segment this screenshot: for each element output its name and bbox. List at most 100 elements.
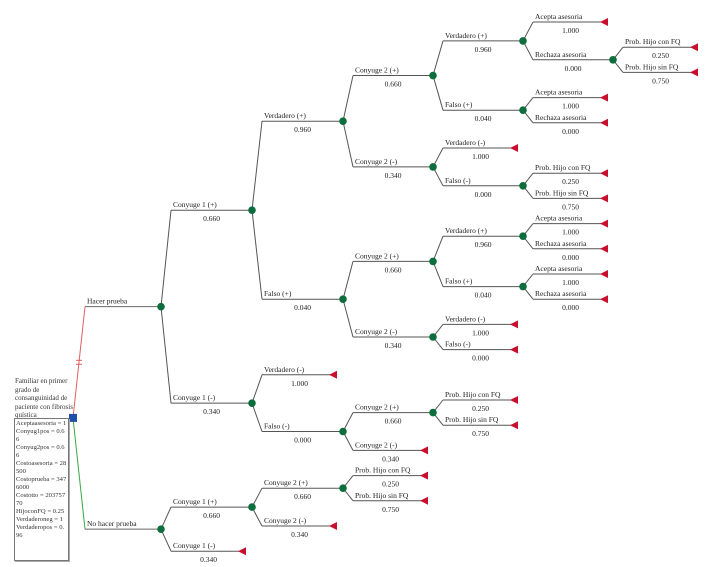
branch-label: Prob. Hijo con FQ: [355, 466, 411, 475]
branch-label: Conyuge 1 (+): [173, 200, 217, 209]
chance-node-icon[interactable]: [519, 232, 527, 240]
branch-probability: 1.000: [562, 26, 579, 35]
chance-node-icon[interactable]: [519, 182, 527, 190]
chance-node-icon[interactable]: [157, 525, 165, 533]
terminal-node-icon[interactable]: [510, 144, 518, 152]
terminal-node-icon[interactable]: [420, 496, 428, 505]
branch-probability: 0.660: [385, 417, 402, 426]
branch-probability: 0.250: [652, 51, 669, 60]
branch-probability: 0.340: [200, 555, 217, 564]
terminal-node-icon[interactable]: [600, 295, 608, 304]
branch-label: Conyuge 1 (+): [173, 497, 217, 506]
terminal-node-icon[interactable]: [420, 471, 428, 480]
terminal-node-icon[interactable]: [600, 18, 608, 26]
terminal-node-icon[interactable]: [600, 219, 608, 228]
branch-label: Conyuge 2 (-): [355, 440, 398, 449]
chance-node-icon[interactable]: [248, 503, 256, 511]
branch-probability: 0.040: [475, 114, 492, 123]
chance-node-icon[interactable]: [157, 302, 165, 311]
branch-label: No hacer prueba: [87, 519, 137, 528]
branch-probability: 0.660: [385, 80, 402, 89]
chance-node-icon[interactable]: [429, 163, 437, 171]
terminal-node-icon[interactable]: [329, 522, 337, 530]
branch-label: Conyuge 2 (+): [355, 66, 399, 75]
terminal-node-icon[interactable]: [600, 194, 608, 203]
terminal-node-icon[interactable]: [600, 270, 608, 278]
terminal-node-icon[interactable]: [510, 396, 518, 404]
branch-probability: 0.000: [472, 354, 489, 363]
terminal-node-icon[interactable]: [238, 547, 246, 556]
branch-label: Falso (-): [264, 422, 290, 431]
terminal-node-icon[interactable]: [510, 421, 518, 430]
chance-node-icon[interactable]: [429, 257, 437, 266]
branch-label: Acepta asesoria: [535, 214, 583, 223]
branch-probability: 0.750: [562, 202, 579, 211]
terminal-node-icon[interactable]: [420, 446, 428, 455]
chance-node-icon[interactable]: [609, 56, 617, 64]
branch-label: Hacer prueba: [87, 297, 128, 306]
terminal-node-icon[interactable]: [690, 43, 698, 52]
variable-costoprueba: Costoprueba = 3476000: [16, 476, 67, 491]
variable-conyug1pos: Conyug1pos = 0.66: [16, 428, 65, 443]
branch-label: Rechaza asesoria: [535, 289, 587, 298]
branch-probability: 0.660: [203, 214, 220, 223]
branch-label: Conyuge 2 (-): [355, 157, 398, 166]
branch-label: Verdadero (-): [445, 138, 486, 147]
branch-probability: 0.960: [294, 125, 311, 134]
branch-probability: 1.000: [562, 278, 579, 287]
branch-connector: [342, 121, 354, 168]
branch-label: Prob. Hijo con FQ: [445, 390, 501, 399]
chance-node-icon[interactable]: [248, 206, 256, 215]
terminal-node-icon[interactable]: [329, 370, 337, 379]
variable-costoasesoria: Costoasesoria = 28500: [16, 460, 67, 475]
chance-node-icon[interactable]: [429, 408, 437, 417]
chance-node-icon[interactable]: [339, 117, 347, 126]
branch-probability: 0.340: [385, 171, 402, 180]
branch-label: Verdadero (-): [445, 314, 486, 323]
terminal-node-icon[interactable]: [600, 169, 608, 178]
variable-hijoconfq: HijoconFQ = 0.25: [16, 508, 65, 515]
branch-label: Acepta asesoria: [535, 88, 583, 97]
chance-node-icon[interactable]: [339, 484, 347, 493]
branch-label: Acepta asesoria: [535, 264, 583, 273]
branch-probability: 0.250: [472, 404, 489, 413]
variable-verdaderopos: Verdaderopos = 0.96: [16, 524, 65, 539]
branch-connector: [251, 374, 263, 404]
branch-label: Conyuge 2 (+): [355, 403, 399, 412]
branch-connector: [160, 506, 172, 530]
terminal-node-icon[interactable]: [510, 320, 518, 329]
branch-probability: 0.750: [472, 429, 489, 438]
branch-probability: 0.960: [475, 240, 492, 249]
branch-label: Prob. Hijo con FQ: [535, 163, 591, 172]
chance-node-icon[interactable]: [519, 282, 527, 291]
branch-label: Falso (+): [264, 289, 292, 298]
terminal-node-icon[interactable]: [600, 118, 608, 127]
terminal-node-icon[interactable]: [600, 244, 608, 253]
branch-connector: [251, 210, 263, 300]
branch-probability: 1.000: [562, 228, 579, 237]
chance-node-icon[interactable]: [339, 295, 347, 304]
decision-node-icon[interactable]: [69, 413, 77, 422]
branch-probability: 0.340: [382, 454, 399, 463]
chance-node-icon[interactable]: [429, 333, 437, 341]
branch-probability: 0.340: [385, 341, 402, 350]
chance-node-icon[interactable]: [429, 71, 437, 80]
chance-node-icon[interactable]: [519, 37, 527, 45]
branch-label: Rechaza asesoria: [535, 50, 587, 59]
branch-probability: 0.040: [294, 303, 311, 312]
branch-probability: 1.000: [472, 152, 489, 161]
branch-connector: [342, 75, 354, 122]
branch-label: Verdadero (+): [445, 226, 487, 235]
branch-label: Prob. Hijo con FQ: [625, 37, 681, 46]
branch-probability: 0.000: [562, 253, 579, 262]
chance-node-icon[interactable]: [248, 399, 256, 407]
terminal-node-icon[interactable]: [690, 68, 698, 77]
terminal-node-icon[interactable]: [600, 93, 608, 102]
chance-node-icon[interactable]: [339, 427, 347, 436]
terminal-node-icon[interactable]: [510, 345, 518, 354]
chance-node-icon[interactable]: [519, 106, 527, 114]
branch-probability: 0.750: [382, 505, 399, 514]
branch-label: Verdadero (+): [445, 31, 487, 40]
branch-connector: [432, 40, 444, 76]
